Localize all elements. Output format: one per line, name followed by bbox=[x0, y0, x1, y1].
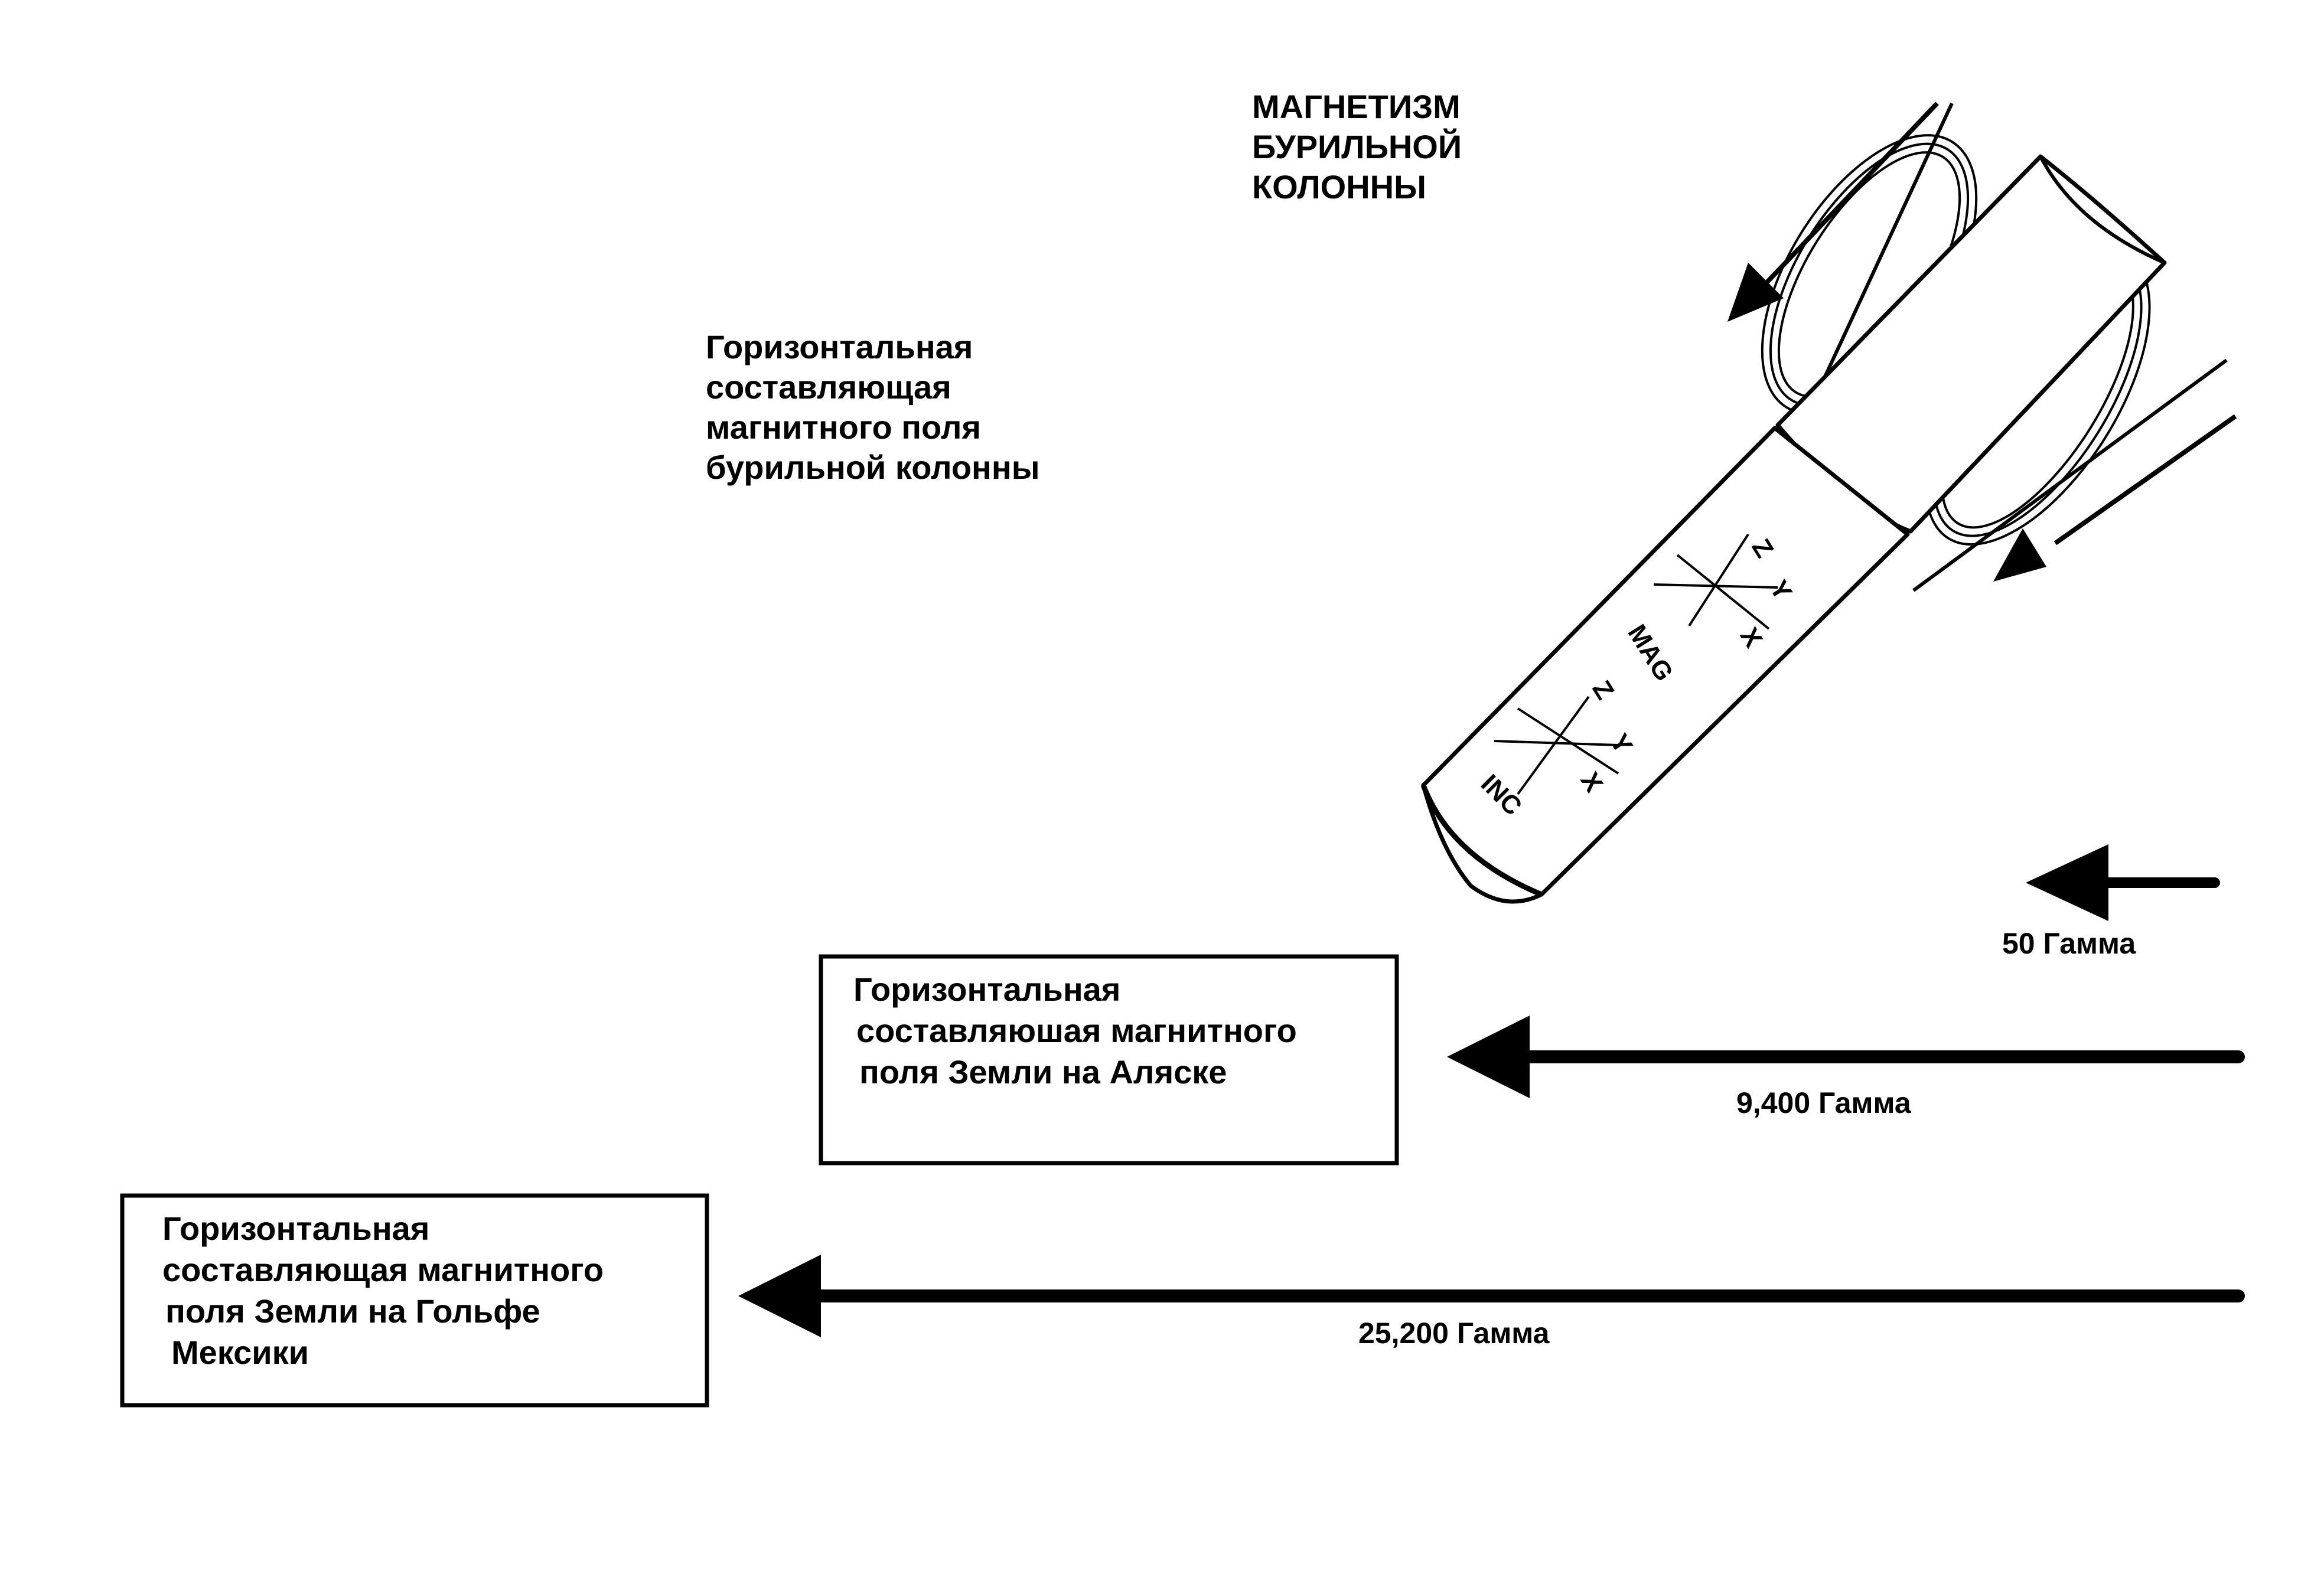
vector-head-0 bbox=[2026, 844, 2108, 921]
alaska-line-3: поля Земли на Аляске bbox=[859, 1053, 1227, 1091]
gulf-line-3: поля Земли на Гольфе bbox=[165, 1292, 540, 1330]
drillstring-label-line-3: магнитного поля bbox=[706, 409, 981, 446]
vector-arrow-25200 bbox=[738, 1255, 2245, 1337]
sensor-package bbox=[1420, 426, 1910, 904]
vector-head-1 bbox=[1447, 1016, 1530, 1098]
drillstring-label-line-1: Горизонтальная bbox=[706, 328, 973, 365]
vector-label-9400: 9,400 Гамма bbox=[1736, 1086, 1912, 1119]
drillstring-label-line-2: составляющая bbox=[706, 368, 951, 406]
gulf-box-text: Горизонтальная составляющая магнитного п… bbox=[162, 1210, 613, 1371]
alaska-line-1: Горизонтальная bbox=[853, 971, 1120, 1008]
flux-arrow-left bbox=[1727, 102, 1939, 322]
flux-arrow-right bbox=[1993, 414, 2237, 582]
title-line-1: МАГНЕТИЗМ bbox=[1252, 88, 1461, 125]
vector-label-25200: 25,200 Гамма bbox=[1358, 1317, 1550, 1350]
alaska-field-box: Горизонтальная составляюшая магнитного п… bbox=[819, 954, 1399, 1165]
diagram-title: МАГНЕТИЗМ БУРИЛЬНОЙ КОЛОННЫ bbox=[1252, 88, 1471, 205]
gulf-field-box: Горизонтальная составляющая магнитного п… bbox=[120, 1193, 709, 1408]
gulf-line-1: Горизонтальная bbox=[162, 1210, 429, 1247]
vector-head-2 bbox=[738, 1255, 821, 1337]
alaska-box-text: Горизонтальная составляюшая магнитного п… bbox=[853, 971, 1306, 1091]
title-line-2: БУРИЛЬНОЙ bbox=[1252, 128, 1462, 165]
drillstring-label-line-4: бурильной колонны bbox=[706, 449, 1040, 486]
vector-arrow-9400 bbox=[1447, 1016, 2245, 1098]
title-line-3: КОЛОННЫ bbox=[1252, 168, 1426, 205]
vector-label-50: 50 Гамма bbox=[2002, 927, 2136, 960]
alaska-line-2: составляюшая магнитного bbox=[856, 1012, 1297, 1049]
drillstring-field-label: Горизонтальная составляющая магнитного п… bbox=[706, 328, 1040, 486]
gulf-line-4: Мексики bbox=[171, 1334, 309, 1371]
vector-arrow-50 bbox=[2026, 844, 2220, 921]
gulf-line-2: составляющая магнитного bbox=[162, 1251, 604, 1288]
